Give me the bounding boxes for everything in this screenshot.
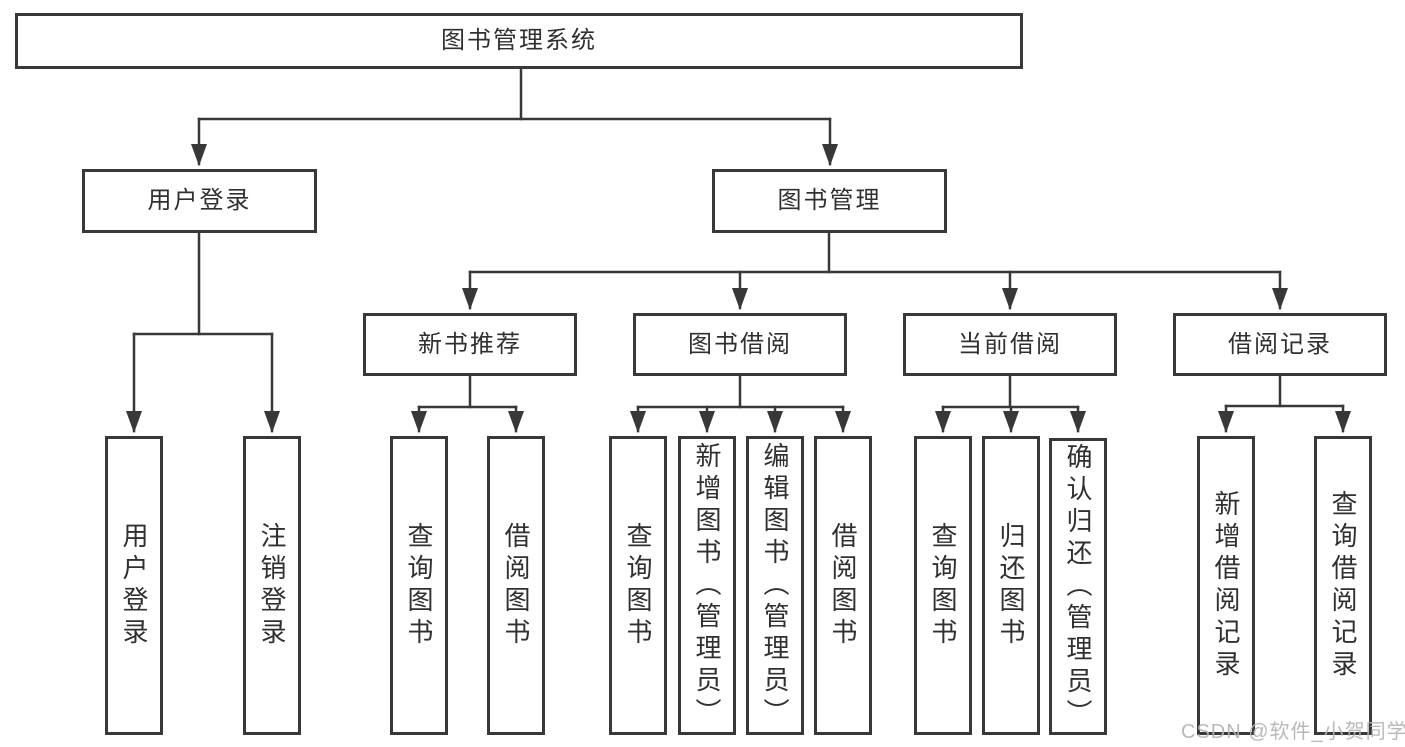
node-current-borrowing: 当前借阅 bbox=[903, 313, 1117, 376]
leaf-user-login: 用户登录 bbox=[105, 436, 163, 735]
connector-root bbox=[191, 67, 838, 166]
node-borrowing-records: 借阅记录 bbox=[1173, 313, 1387, 376]
connector-current-borrowing bbox=[935, 374, 1086, 433]
node-new-book-recommend: 新书推荐 bbox=[363, 313, 577, 376]
leaf-query-books-3: 查询图书 bbox=[914, 436, 972, 735]
leaf-edit-books-admin: 编辑图书（管理员） bbox=[746, 436, 804, 735]
leaf-add-books-admin: 新增图书（管理员） bbox=[678, 436, 736, 735]
leaf-logout: 注销登录 bbox=[243, 436, 301, 735]
connector-borrowing-records bbox=[1218, 374, 1351, 433]
connector-new-book-recommend bbox=[411, 374, 524, 433]
node-book-borrowing: 图书借阅 bbox=[633, 313, 847, 376]
leaf-borrow-books-2: 借阅图书 bbox=[814, 436, 872, 735]
leaf-add-borrow-record: 新增借阅记录 bbox=[1197, 436, 1255, 735]
leaf-query-books-1: 查询图书 bbox=[390, 436, 448, 735]
leaf-return-books: 归还图书 bbox=[982, 436, 1040, 735]
connector-user-login bbox=[126, 231, 280, 433]
leaf-query-books-2: 查询图书 bbox=[609, 436, 667, 735]
leaf-query-borrow-record: 查询借阅记录 bbox=[1314, 436, 1372, 735]
node-user-login: 用户登录 bbox=[82, 169, 317, 233]
connector-book-borrowing bbox=[630, 374, 851, 433]
node-root: 图书管理系统 bbox=[15, 13, 1023, 69]
leaf-confirm-return-admin: 确认归还（管理员） bbox=[1049, 438, 1107, 735]
leaf-borrow-books-1: 借阅图书 bbox=[487, 436, 545, 735]
connector-book-management bbox=[462, 231, 1288, 310]
watermark: CSDN @软件_小贺同学 bbox=[1181, 721, 1405, 743]
node-book-management: 图书管理 bbox=[712, 169, 947, 233]
